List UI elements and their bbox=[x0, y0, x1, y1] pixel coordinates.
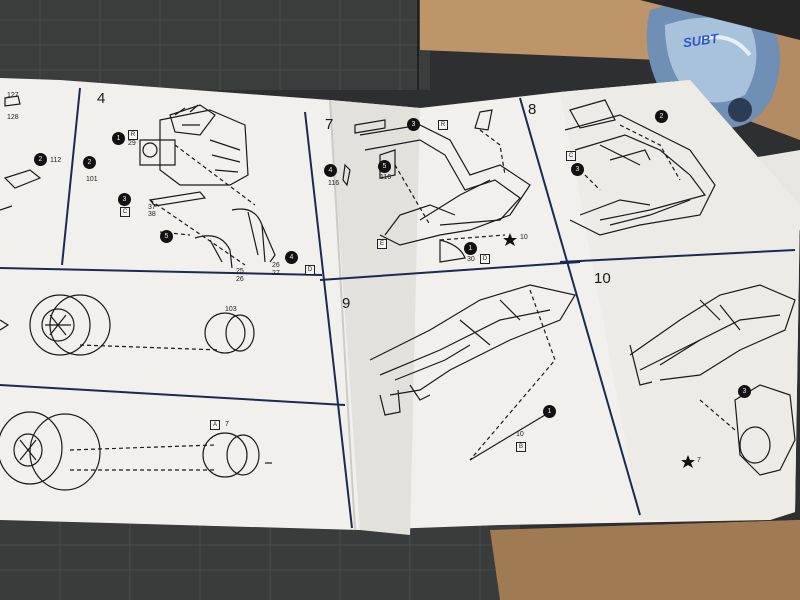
part-number: 37 bbox=[148, 204, 156, 211]
step-number-7: 7 bbox=[325, 116, 334, 133]
part-number: 10 bbox=[516, 431, 524, 438]
part-badge: 2 bbox=[655, 110, 668, 123]
part-number: 29 bbox=[128, 140, 136, 147]
part-box: C bbox=[566, 151, 576, 161]
wheel-assembly-bottom bbox=[0, 411, 272, 491]
part-number: 101 bbox=[86, 176, 98, 183]
step-number-10: 10 bbox=[594, 270, 611, 287]
part-number: 26 bbox=[236, 276, 244, 283]
chassis-frame-step10 bbox=[629, 284, 796, 476]
part-badge: 4 bbox=[285, 251, 298, 264]
cutting-mat bbox=[0, 0, 520, 600]
wheel-assembly-top bbox=[0, 294, 255, 356]
part-badge: 4 bbox=[324, 164, 337, 177]
part-number: 112 bbox=[50, 157, 62, 164]
step-number-4: 4 bbox=[97, 90, 106, 107]
instruction-booklet bbox=[0, 78, 800, 535]
part-number: 25 bbox=[236, 268, 244, 275]
part-badge: 3 bbox=[118, 193, 131, 206]
chassis-frame-step7 bbox=[342, 109, 531, 263]
panel-borders bbox=[0, 87, 796, 529]
step-number-9: 9 bbox=[342, 295, 351, 312]
part-badge: 3 bbox=[571, 163, 584, 176]
part-box: B bbox=[516, 442, 526, 452]
part-badge: 5 bbox=[378, 160, 391, 173]
exhaust-parts bbox=[148, 144, 276, 269]
star-markers bbox=[503, 233, 695, 468]
part-number: 103 bbox=[225, 306, 237, 313]
part-badge: 3 bbox=[407, 118, 420, 131]
part-number: 128 bbox=[7, 114, 19, 121]
part-badge: 1 bbox=[543, 405, 556, 418]
part-box: R bbox=[438, 120, 448, 130]
chassis-frame-step8 bbox=[564, 99, 716, 236]
part-box: D bbox=[305, 265, 315, 275]
part-badge: 5 bbox=[160, 230, 173, 243]
part-number: 116 bbox=[380, 174, 392, 181]
part-box: A bbox=[210, 420, 220, 430]
part-box: D bbox=[480, 254, 490, 264]
part-badge: 2 bbox=[34, 153, 47, 166]
part-number: 7 bbox=[697, 457, 701, 464]
part-number: 38 bbox=[148, 211, 156, 218]
chassis-frame-step9 bbox=[369, 284, 576, 461]
part-badge: 2 bbox=[83, 156, 96, 169]
part-badge: 1 bbox=[464, 242, 477, 255]
part-number: 116 bbox=[328, 180, 340, 187]
part-badge: 1 bbox=[112, 132, 125, 145]
part-number: 27 bbox=[272, 270, 280, 277]
part-box: E bbox=[377, 239, 387, 249]
part-number: 7 bbox=[225, 421, 229, 428]
part-number: 26 bbox=[272, 262, 280, 269]
part-number: 10 bbox=[520, 234, 528, 241]
dark-object bbox=[640, 0, 800, 40]
part-badge: 3 bbox=[738, 385, 751, 398]
part-box: R bbox=[128, 130, 138, 140]
part-number: 127 bbox=[7, 92, 19, 99]
step-number-8: 8 bbox=[528, 101, 537, 118]
part-box: C bbox=[120, 207, 130, 217]
part-number: 30 bbox=[467, 256, 475, 263]
engine-drawing bbox=[139, 104, 249, 186]
partial-step-parts bbox=[0, 95, 42, 211]
